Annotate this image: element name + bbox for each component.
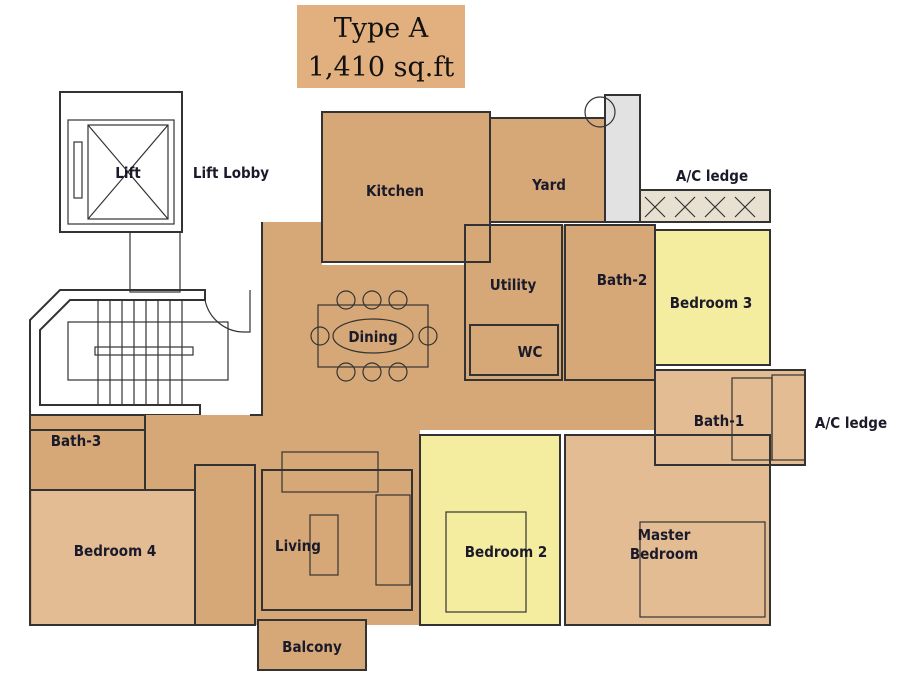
room-labels: Lift Lift Lobby Kitchen Yard A/C ledge U… <box>51 164 887 656</box>
label-master-bedroom-line1: Master <box>638 526 691 544</box>
staircase <box>29 289 251 416</box>
label-bedroom-2: Bedroom 2 <box>465 543 547 561</box>
lift-core <box>59 91 183 293</box>
label-kitchen: Kitchen <box>366 182 424 200</box>
label-wc: WC <box>518 343 543 361</box>
label-utility: Utility <box>490 276 537 294</box>
dining-table <box>310 290 438 382</box>
label-balcony: Balcony <box>282 638 342 656</box>
label-bath-2: Bath-2 <box>597 271 647 289</box>
label-lift: Lift <box>115 164 141 182</box>
label-bath-1: Bath-1 <box>694 412 744 430</box>
title-box: Type A 1,410 sq.ft <box>297 5 465 88</box>
label-dining: Dining <box>348 328 397 346</box>
label-bedroom-4: Bedroom 4 <box>74 542 156 560</box>
label-bedroom-3: Bedroom 3 <box>670 294 752 312</box>
label-bath-3: Bath-3 <box>51 432 101 450</box>
plan-type: Type A <box>334 13 429 44</box>
label-lift-lobby: Lift Lobby <box>193 164 269 182</box>
label-living: Living <box>275 537 321 555</box>
label-yard: Yard <box>531 176 566 194</box>
plan-area: 1,410 sq.ft <box>308 52 455 83</box>
walls <box>29 94 806 671</box>
label-ac-ledge-right: A/C ledge <box>815 414 887 432</box>
label-ac-ledge-top: A/C ledge <box>676 167 748 185</box>
apartment <box>30 95 805 670</box>
label-master-bedroom-line2: Bedroom <box>630 545 698 563</box>
